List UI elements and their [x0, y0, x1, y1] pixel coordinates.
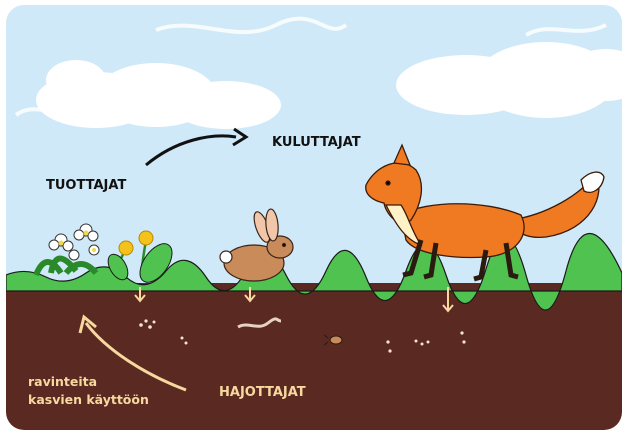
label-consumers: KULUTTAJAT — [272, 135, 361, 150]
label-nutrients: ravinteita kasvien käyttöön — [28, 373, 149, 409]
label-producers: TUOTTAJAT — [46, 178, 126, 193]
scene-illustration — [6, 5, 622, 430]
label-decomposers: HAJOTTAJAT — [219, 385, 306, 400]
food-chain-diagram: TUOTTAJAT KULUTTAJAT HAJOTTAJAT ravintei… — [6, 5, 622, 430]
label-nutrients-line2: kasvien käyttöön — [28, 391, 149, 409]
label-nutrients-line1: ravinteita — [28, 373, 149, 391]
